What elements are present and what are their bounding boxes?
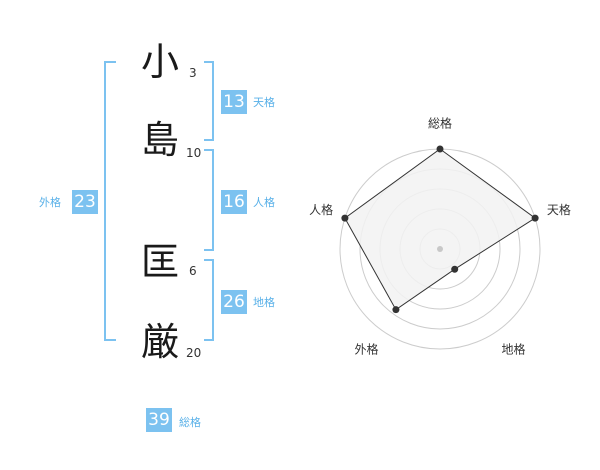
radar-point-2 bbox=[531, 214, 539, 222]
radar-axis-label: 総格 bbox=[428, 116, 452, 131]
jinkaku-label: 人格 bbox=[253, 196, 275, 209]
soukaku-label: 総格 bbox=[179, 416, 201, 429]
stroke-count-1: 3 bbox=[189, 66, 197, 80]
gaikaku-label: 外格 bbox=[39, 196, 61, 209]
radar-area bbox=[344, 148, 536, 311]
gaikaku-value: 23 bbox=[72, 190, 98, 214]
kanji-char-1: 小 bbox=[140, 40, 179, 84]
chikaku-bracket bbox=[204, 259, 214, 341]
tenkaku-bracket bbox=[204, 61, 214, 141]
radar-axis-label: 天格 bbox=[547, 202, 571, 217]
stroke-count-2: 10 bbox=[186, 146, 202, 160]
stroke-count-3: 6 bbox=[189, 264, 197, 278]
tenkaku-label: 天格 bbox=[253, 96, 275, 109]
radar-point-3 bbox=[451, 265, 459, 273]
soukaku-value: 39 bbox=[146, 408, 172, 432]
kanji-char-3: 匡 bbox=[140, 240, 179, 284]
radar-point-4 bbox=[392, 306, 400, 314]
stroke-count-4: 20 bbox=[186, 346, 202, 360]
radar-axis-label: 外格 bbox=[354, 342, 378, 357]
gaikaku-bracket bbox=[104, 61, 116, 341]
radar-point-1 bbox=[436, 145, 444, 153]
radar-center-dot bbox=[437, 246, 443, 252]
kanji-char-4: 厳 bbox=[140, 320, 179, 364]
jinkaku-value: 16 bbox=[221, 190, 247, 214]
chikaku-value: 26 bbox=[221, 290, 247, 314]
tenkaku-value: 13 bbox=[221, 90, 247, 114]
jinkaku-bracket bbox=[204, 149, 214, 251]
radar-axis-label: 人格 bbox=[309, 202, 333, 217]
radar-axis-label: 地格 bbox=[501, 342, 525, 357]
radar-point-5 bbox=[341, 214, 349, 222]
chikaku-label: 地格 bbox=[253, 296, 275, 309]
kanji-char-2: 島 bbox=[140, 118, 179, 162]
